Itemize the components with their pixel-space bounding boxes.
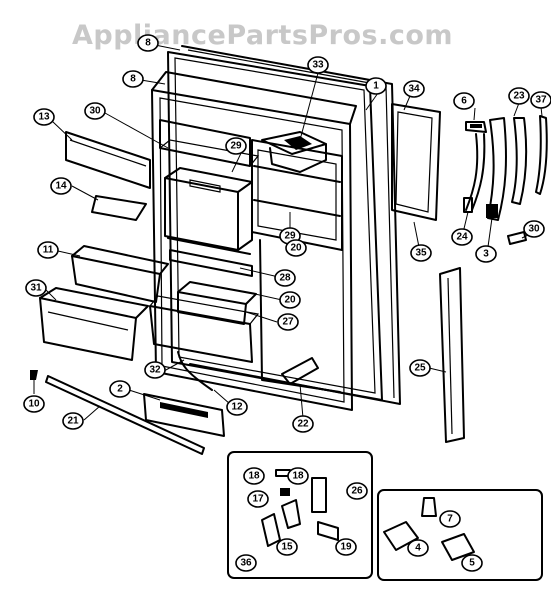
svg-text:18: 18 [292,471,304,482]
callout-11: 11 [37,241,59,259]
svg-text:22: 22 [297,419,309,430]
callout-30b: 30 [523,220,545,238]
callout-34: 34 [403,80,425,98]
svg-text:1: 1 [373,81,379,92]
svg-text:30: 30 [89,106,101,117]
hinge-parts-box [377,489,543,581]
callout-13: 13 [33,108,55,126]
svg-text:13: 13 [38,112,50,123]
callout-20b: 20 [285,239,307,257]
callout-37: 37 [530,91,551,109]
svg-text:21: 21 [67,416,79,427]
svg-text:36: 36 [240,558,252,569]
callout-21: 21 [62,412,84,430]
hinge-detail-box [227,451,373,579]
svg-text:23: 23 [513,91,525,102]
svg-text:4: 4 [415,543,421,554]
callout-25: 25 [409,359,431,377]
callout-7: 7 [439,510,461,528]
callout-17: 17 [247,490,269,508]
svg-text:33: 33 [312,60,324,71]
svg-text:31: 31 [30,283,42,294]
svg-text:6: 6 [461,96,467,107]
callout-3: 3 [475,245,497,263]
svg-text:3: 3 [483,249,489,260]
watermark: AppliancePartsPros.com [72,20,453,51]
svg-text:12: 12 [231,402,243,413]
leader-lines [33,44,543,421]
callout-5: 5 [461,554,483,572]
callout-4: 4 [407,539,429,557]
svg-text:11: 11 [43,245,54,256]
callout-23: 23 [508,87,530,105]
callout-24: 24 [451,228,473,246]
svg-text:18: 18 [248,471,260,482]
svg-text:26: 26 [351,486,363,497]
svg-text:29: 29 [284,231,296,242]
callout-30a: 30 [84,102,106,120]
callout-10: 10 [23,395,45,413]
callout-27: 27 [277,313,299,331]
dairy-compartment [164,167,253,251]
svg-text:14: 14 [55,181,67,192]
callout-8b: 8 [122,70,144,88]
trim-panel [391,103,441,221]
control-module [261,131,327,173]
svg-text:30: 30 [528,224,540,235]
callout-14: 14 [50,177,72,195]
callout-35: 35 [410,244,432,262]
svg-text:7: 7 [447,514,453,525]
callout-18b: 18 [287,467,309,485]
callout-2: 2 [109,380,131,398]
door-bar [439,267,465,443]
svg-text:2: 2 [117,384,123,395]
callout-33: 33 [307,56,329,74]
svg-text:27: 27 [282,317,294,328]
callout-1: 1 [365,77,387,95]
callout-6: 6 [453,92,475,110]
callout-19: 19 [335,538,357,556]
svg-text:20: 20 [284,295,296,306]
svg-text:8: 8 [145,38,151,49]
svg-text:32: 32 [149,365,161,376]
callout-18a: 18 [243,467,265,485]
svg-text:25: 25 [414,363,426,374]
svg-text:24: 24 [456,232,468,243]
callout-29a: 29 [225,137,247,155]
svg-text:29: 29 [230,141,242,152]
door-assembly [149,45,401,411]
svg-text:8: 8 [130,74,136,85]
callout-28: 28 [274,269,296,287]
svg-text:15: 15 [281,542,293,553]
callout-15: 15 [276,538,298,556]
callout-32: 32 [144,361,166,379]
svg-text:35: 35 [415,248,427,259]
svg-text:37: 37 [535,95,547,106]
svg-text:28: 28 [279,273,291,284]
callout-36: 36 [235,554,257,572]
callout-31: 31 [25,279,47,297]
callout-12: 12 [226,398,248,416]
svg-text:19: 19 [340,542,352,553]
svg-text:17: 17 [252,494,264,505]
callout-8a: 8 [137,34,159,52]
callout-26: 26 [346,482,368,500]
door-shelves [30,131,319,455]
door-handle-parts [463,115,548,245]
svg-text:34: 34 [408,84,420,95]
svg-text:5: 5 [469,558,475,569]
callout-22: 22 [292,415,314,433]
callout-20a: 20 [279,291,301,309]
svg-text:20: 20 [290,243,302,254]
svg-text:10: 10 [28,399,40,410]
